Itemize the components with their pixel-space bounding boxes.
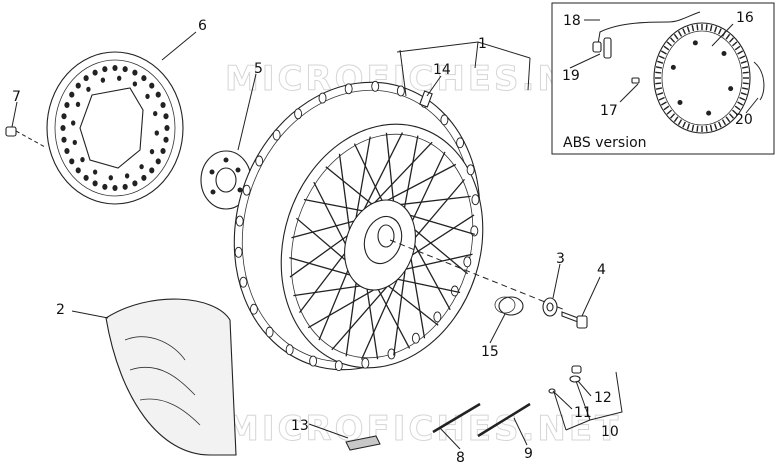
- callout-6: 6: [198, 18, 207, 34]
- callout-19: 19: [562, 68, 580, 84]
- disc-bolt: [5, 126, 46, 148]
- callout-11: 11: [574, 405, 592, 421]
- tyre: [105, 298, 237, 456]
- callout-14: 14: [433, 62, 451, 78]
- callout-1: 1: [478, 36, 487, 52]
- abs-inset: ABS version: [551, 2, 775, 155]
- tyre-valve: [419, 90, 433, 108]
- spacer-15: [494, 296, 524, 316]
- spoked-wheel: [233, 80, 484, 372]
- callout-8: 8: [456, 450, 465, 466]
- callout-9: 9: [524, 446, 533, 462]
- callout-3: 3: [556, 251, 565, 267]
- phonic-wheel-5: [200, 150, 252, 210]
- callout-18: 18: [563, 13, 581, 29]
- callout-15: 15: [481, 344, 499, 360]
- washer-3: [542, 297, 558, 317]
- callout-20: 20: [735, 112, 753, 128]
- nipple-12: [569, 365, 582, 383]
- callout-5: 5: [254, 61, 263, 77]
- abs-version-label: ABS version: [563, 135, 647, 151]
- leader-lines: [11, 19, 759, 450]
- callout-2: 2: [56, 302, 65, 318]
- callout-17: 17: [600, 103, 618, 119]
- callout-10: 10: [601, 424, 619, 440]
- brake-disc: [46, 51, 184, 205]
- callout-12: 12: [594, 390, 612, 406]
- spoke-8: [432, 402, 481, 434]
- callout-13: 13: [291, 418, 309, 434]
- callout-7: 7: [12, 89, 21, 105]
- callout-16: 16: [736, 10, 754, 26]
- balance-weight-13: [345, 435, 381, 451]
- spoke-9: [477, 402, 531, 438]
- watermark-bottom: MICROFICHES.NET: [225, 409, 621, 449]
- callout-4: 4: [597, 262, 606, 278]
